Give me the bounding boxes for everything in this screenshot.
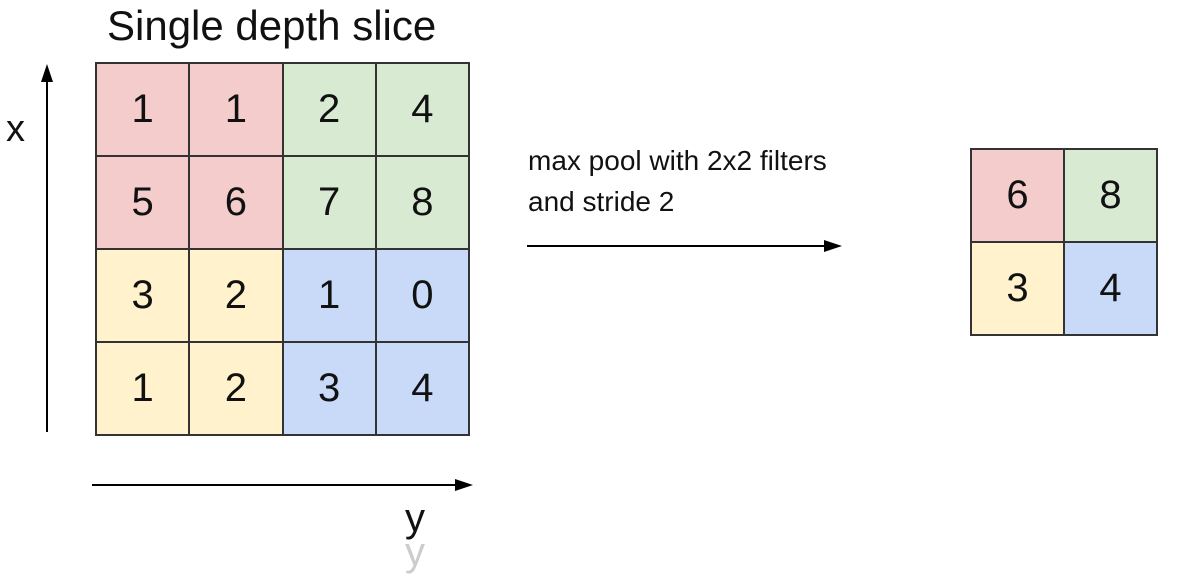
input-cell: 5 — [96, 156, 190, 249]
output-cell: 3 — [971, 242, 1064, 335]
input-cell: 3 — [96, 249, 190, 342]
diagram-title: Single depth slice — [107, 2, 437, 49]
x-axis-label: x — [6, 108, 25, 150]
input-cell: 1 — [96, 63, 190, 156]
y-axis-label-ghost: y — [405, 530, 425, 574]
input-cell: 2 — [189, 342, 283, 435]
input-cell: 4 — [375, 342, 469, 435]
y-axis-label: y — [405, 496, 425, 540]
output-cell: 6 — [971, 149, 1064, 242]
input-cell: 1 — [282, 249, 376, 342]
input-cell: 2 — [189, 249, 283, 342]
input-cell: 7 — [282, 156, 376, 249]
input-cell: 4 — [375, 63, 469, 156]
input-cell: 8 — [375, 156, 469, 249]
input-cell: 2 — [282, 63, 376, 156]
output-cell: 4 — [1064, 242, 1157, 335]
operation-description: max pool with 2x2 filters and stride 2 — [528, 140, 827, 222]
operation-line-1: max pool with 2x2 filters — [528, 145, 827, 176]
input-cell: 6 — [189, 156, 283, 249]
operation-line-2: and stride 2 — [528, 186, 675, 217]
input-cell: 3 — [282, 342, 376, 435]
input-cell: 1 — [189, 63, 283, 156]
x-axis-arrow — [41, 64, 53, 432]
input-cell: 1 — [96, 342, 190, 435]
operation-arrow — [527, 240, 842, 252]
y-axis-arrow — [92, 479, 473, 491]
input-cell: 0 — [375, 249, 469, 342]
output-cell: 8 — [1064, 149, 1157, 242]
